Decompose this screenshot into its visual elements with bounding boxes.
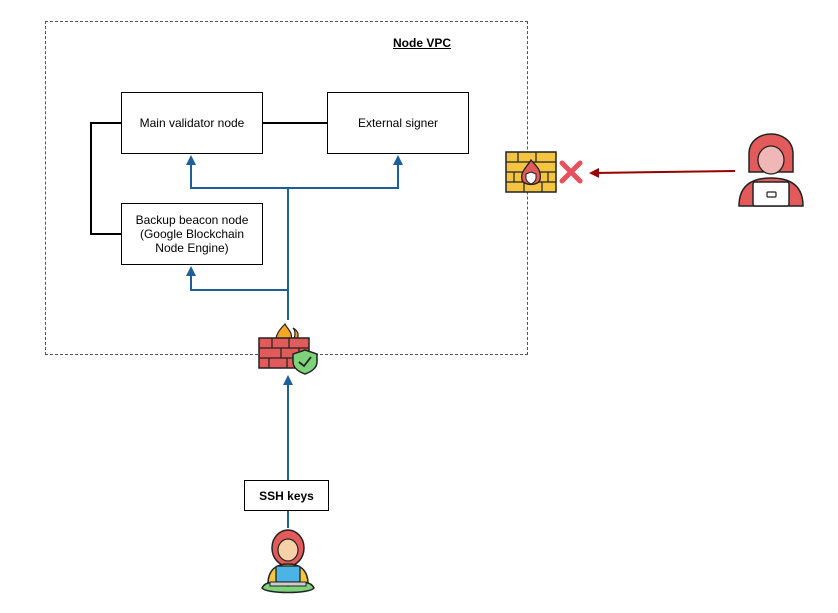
hacker-icon (738, 133, 804, 207)
external-signer-label: External signer (357, 116, 439, 130)
attack-arrow (589, 167, 736, 178)
vpc-label: Node VPC (393, 36, 452, 50)
external-signer-node: External signer (327, 92, 469, 154)
validator-backup-link (90, 122, 121, 235)
firewall-icon (505, 151, 557, 193)
operator-laptop-icon (261, 529, 315, 594)
ssh-keys-text: SSH keys (259, 488, 314, 503)
ssh-keys-label: SSH keys (244, 480, 329, 511)
main-validator-label: Main validator node (139, 116, 245, 130)
backup-beacon-node: Backup beacon node (Google Blockchain No… (121, 203, 263, 265)
access-to-signer-arrow (288, 155, 403, 189)
main-validator-node: Main validator node (121, 92, 263, 154)
firewall-shield-icon (258, 322, 318, 375)
cross-icon (559, 160, 583, 184)
backup-beacon-label-line2: (Google Blockchain (139, 227, 245, 241)
backup-beacon-label-line3: Node Engine) (155, 241, 229, 255)
access-to-validator-arrow (186, 155, 289, 290)
access-to-backup-arrow (186, 266, 289, 320)
backup-beacon-label-line1: Backup beacon node (135, 213, 249, 227)
